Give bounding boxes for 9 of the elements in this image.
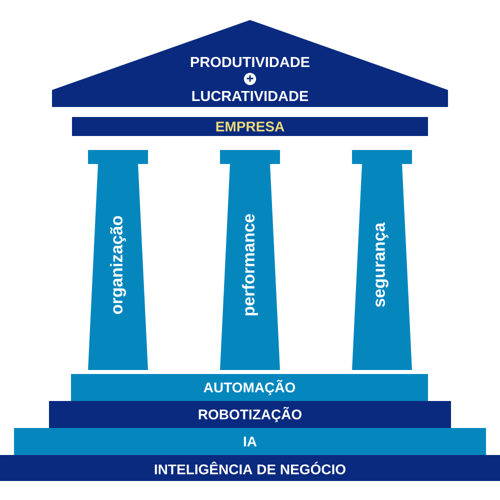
pillar: organização bbox=[88, 150, 148, 370]
header-band: EMPRESA bbox=[72, 117, 428, 136]
step-band: INTELIGÊNCIA DE NEGÓCIO bbox=[0, 455, 500, 481]
step-band: ROBOTIZAÇÃO bbox=[49, 401, 451, 428]
roof: PRODUTIVIDADE + LUCRATIVIDADE bbox=[52, 20, 448, 107]
step-band: IA bbox=[14, 428, 486, 455]
pillar: segurança bbox=[352, 150, 412, 370]
step-band: AUTOMAÇÃO bbox=[71, 374, 428, 401]
pillar: performance bbox=[220, 150, 280, 370]
